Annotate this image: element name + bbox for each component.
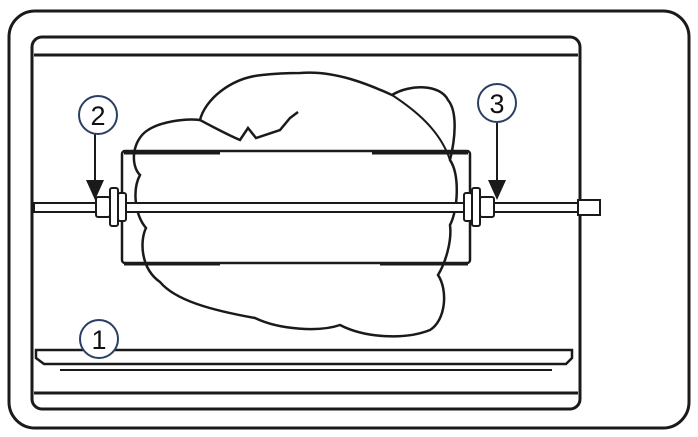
left-fork-hub xyxy=(95,187,127,227)
callout-2: 2 xyxy=(78,95,118,135)
right-fork-hub xyxy=(463,187,495,227)
callout-1: 1 xyxy=(79,319,119,359)
drip-tray xyxy=(34,348,574,371)
callout-3-arrow xyxy=(488,123,506,200)
callout-2-label: 2 xyxy=(90,101,105,131)
callout-2-arrow xyxy=(86,134,104,200)
callout-1-label: 1 xyxy=(91,325,106,355)
spit-rod-end xyxy=(577,199,601,216)
chicken-contour xyxy=(199,111,299,142)
callout-3: 3 xyxy=(477,83,517,123)
callout-3-label: 3 xyxy=(489,89,504,119)
